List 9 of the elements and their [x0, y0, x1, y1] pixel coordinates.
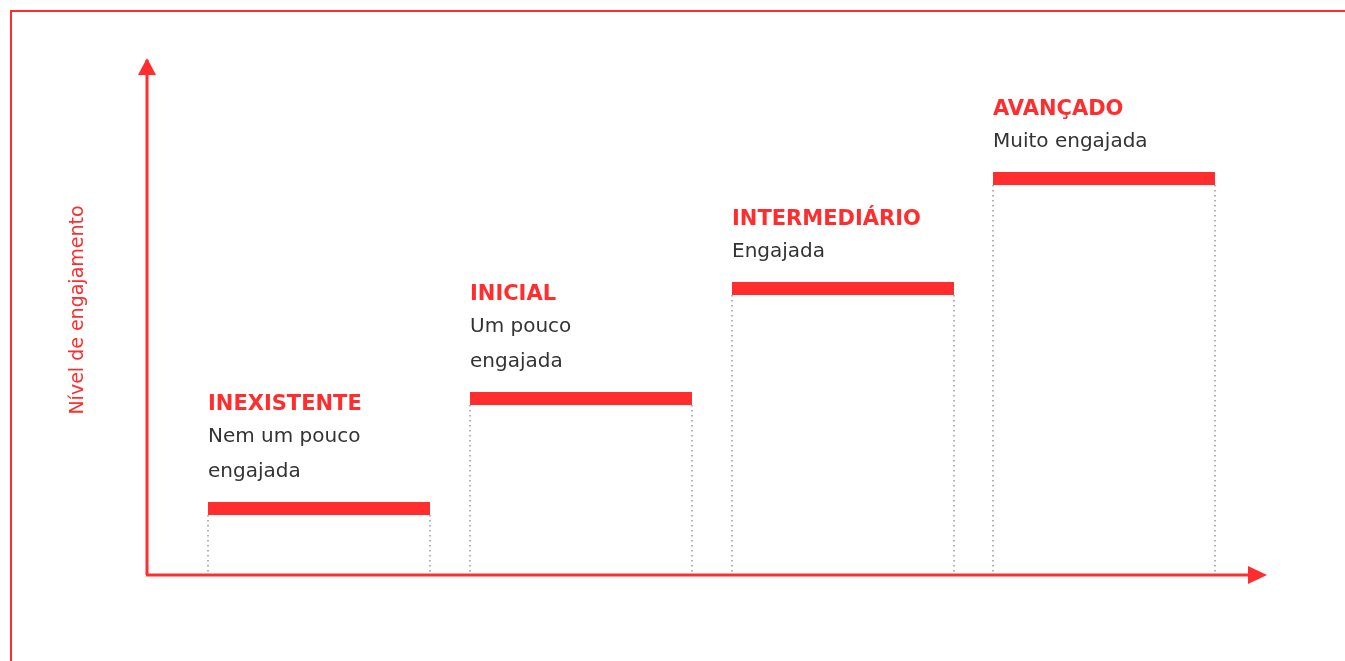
level-title: AVANÇADO [993, 95, 1125, 121]
level-title: INTERMEDIÁRIO [732, 205, 922, 231]
level-title: INEXISTENTE [208, 390, 363, 416]
level-title: INICIAL [470, 280, 558, 306]
level-description: Nem um pouco engajada [208, 422, 362, 484]
level-description: Engajada [732, 237, 827, 264]
level-description: Um pouco engajada [470, 312, 573, 374]
level-description: Muito engajada [993, 127, 1149, 154]
axis-label: Nível de engajamento [65, 205, 87, 415]
